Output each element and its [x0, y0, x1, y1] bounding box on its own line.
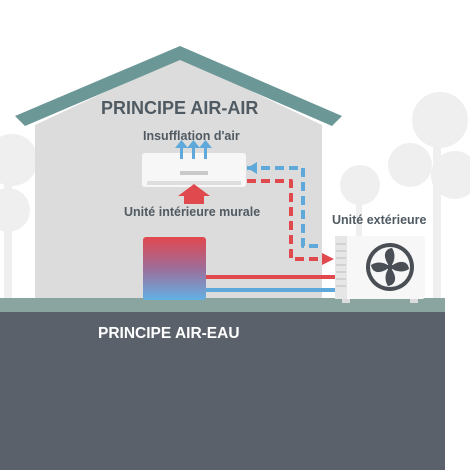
- heat-arrow: [178, 184, 210, 204]
- airflow-label: Insufflation d'air: [143, 129, 240, 143]
- ground-title: PRINCIPE AIR-EAU: [98, 325, 240, 342]
- indoor-unit-display: [180, 171, 208, 175]
- indoor-unit-label: Unité intérieure murale: [124, 205, 261, 219]
- cold-refrigerant-line: [247, 166, 322, 248]
- hot-line-arrowhead: [322, 253, 334, 265]
- indoor-unit-vent: [147, 181, 241, 185]
- water-tank: [143, 237, 206, 300]
- arrow-up-icon: [178, 184, 210, 204]
- house-title: PRINCIPE AIR-AIR: [101, 98, 259, 118]
- outdoor-unit-label: Unité extérieure: [332, 213, 427, 227]
- hot-refrigerant-line: [247, 179, 322, 261]
- refrigerant-lines: [247, 166, 322, 261]
- hot-water-pipe: [205, 275, 340, 279]
- ground-strip: [0, 298, 445, 312]
- cold-line-arrowhead: [247, 162, 257, 174]
- cold-water-pipe: [205, 288, 340, 292]
- indoor-unit-body: [142, 153, 246, 187]
- background-trees: [0, 92, 470, 300]
- outdoor-unit-side: [335, 236, 347, 299]
- outdoor-unit: [335, 236, 425, 303]
- ground: [0, 312, 445, 470]
- indoor-unit: [142, 153, 246, 187]
- water-pipes: [205, 275, 340, 292]
- arrow-up-icon: [175, 140, 212, 159]
- fan-icon: [366, 243, 414, 291]
